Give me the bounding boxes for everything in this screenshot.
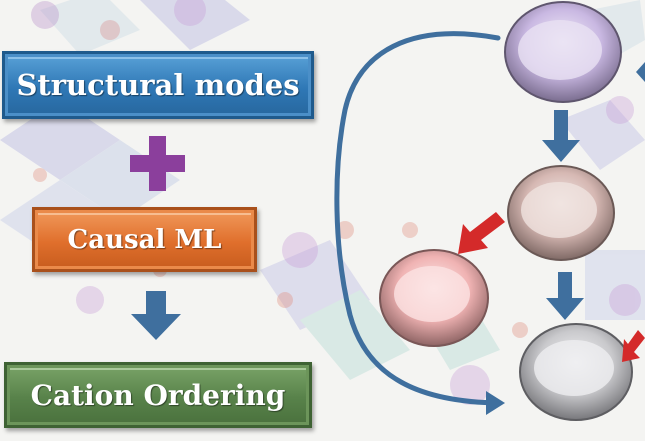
structural-modes-label: Structural modes [16, 68, 300, 102]
middle-disc [507, 165, 615, 261]
causal-ml-box: Causal ML [32, 207, 257, 272]
plus-icon [130, 136, 185, 191]
structural-modes-box: Structural modes [2, 51, 314, 119]
arrow-down-icon [542, 110, 580, 162]
red-arrow-icon [458, 212, 505, 254]
curved-arrowhead-icon [486, 391, 505, 415]
red-arrow-icon [622, 330, 645, 362]
bottom-disc [519, 323, 633, 421]
arrow-down-icon [546, 272, 584, 320]
top-disc [504, 1, 622, 103]
curved-arrow [334, 31, 503, 406]
cation-ordering-label: Cation Ordering [30, 378, 286, 412]
cation-ordering-box: Cation Ordering [4, 362, 312, 428]
arrow-right-edge-icon [636, 62, 645, 82]
arrow-down-icon [131, 291, 181, 340]
causal-ml-label: Causal ML [67, 224, 222, 255]
left-disc [379, 249, 489, 347]
